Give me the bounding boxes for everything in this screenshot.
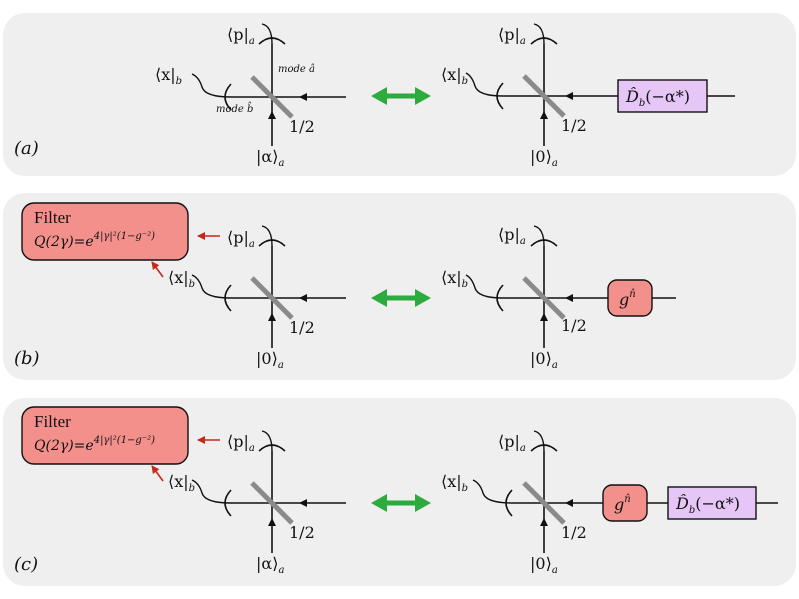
x-detector-cable (191, 274, 232, 299)
p-detector-cable (261, 430, 273, 452)
input-state-label: |0⟩a (256, 349, 284, 371)
beam-splitter (250, 481, 294, 525)
p-bra-label: ⟨p|a (227, 432, 255, 454)
x-detector-cable (191, 479, 232, 504)
p-detector-cable (261, 225, 273, 247)
gain-operator-box (602, 484, 648, 522)
splitting-ratio: 1/2 (289, 117, 315, 136)
splitting-ratio: 1/2 (289, 318, 315, 337)
input-state-label: |α⟩a (256, 147, 284, 169)
x-bra-label: ⟨x|b (441, 65, 468, 87)
panel-b: (b) Filter Q(2γ)=e4|γ|²(1−g⁻²) ⟨p|a ⟨x|b… (3, 193, 796, 380)
p-bra-label: ⟨p|a (498, 432, 526, 454)
x-bra-label: ⟨x|b (441, 268, 468, 290)
left-circuit: ⟨p|a ⟨x|b |α⟩a 1/2 mode â mode b̂ (155, 23, 346, 169)
left-circuit: ⟨p|a ⟨x|b |0⟩a 1/2 (168, 225, 346, 371)
panel-a: (a) ⟨p|a ⟨x|b |α⟩a 1/2 mode â mode b̂ (3, 13, 796, 176)
p-detector-cable (533, 23, 545, 45)
splitting-ratio: 1/2 (561, 116, 587, 135)
filter-formula: Q(2γ)=e4|γ|²(1−g⁻²) (34, 231, 155, 250)
panel-c: (c) Filter Q(2γ)=e4|γ|²(1−g⁻²) ⟨p|a ⟨x|b… (3, 398, 796, 586)
filter-title: Filter (34, 208, 71, 227)
p-bra-label: ⟨p|a (227, 25, 255, 47)
x-detector-cable (465, 274, 504, 299)
beam-splitter (522, 481, 566, 525)
splitting-ratio: 1/2 (561, 316, 587, 335)
splitting-ratio: 1/2 (289, 523, 315, 542)
panel-label: (b) (14, 348, 40, 369)
x-bra-label: ⟨x|b (441, 472, 468, 494)
equivalence-arrow (371, 289, 431, 307)
x-to-filter-arrow (151, 465, 164, 482)
x-detector-cable (472, 479, 513, 504)
equivalence-arrow (371, 87, 431, 105)
p-detector-cable (261, 23, 273, 45)
beam-splitter (522, 276, 566, 320)
filter-title: Filter (34, 412, 71, 431)
x-bra-label: ⟨x|b (168, 472, 195, 494)
p-detector-cable (533, 225, 545, 247)
displacement-operator-box (617, 79, 708, 113)
input-state-label: |0⟩a (530, 147, 558, 169)
p-bra-label: ⟨p|a (227, 228, 255, 250)
p-detector-cable (533, 430, 545, 452)
x-detector-cable (465, 72, 504, 97)
displacement-operator-label: D̂b(−α*) (675, 494, 740, 516)
x-detector-cable (191, 73, 232, 98)
filter-box: Filter Q(2γ)=e4|γ|²(1−g⁻²) (21, 406, 189, 465)
displacement-operator-label: D̂b(−α*) (625, 87, 690, 109)
right-circuit: ⟨p|a ⟨x|b |0⟩a 1/2 D̂b(−α*) (441, 23, 735, 169)
gain-operator-box (607, 279, 653, 317)
gain-operator-label: gn̂ (619, 289, 636, 309)
panel-label: (a) (14, 138, 39, 159)
splitting-ratio: 1/2 (561, 523, 587, 542)
p-bra-label: ⟨p|a (498, 25, 526, 47)
x-bra-label: ⟨x|b (168, 268, 195, 290)
mode-a-label: mode â (278, 64, 315, 75)
gain-operator-label: gn̂ (614, 494, 631, 514)
input-state-label: |0⟩a (530, 349, 558, 371)
filter-box: Filter Q(2γ)=e4|γ|²(1−g⁻²) (21, 202, 189, 261)
p-bra-label: ⟨p|a (498, 225, 526, 247)
filter-formula: Q(2γ)=e4|γ|²(1−g⁻²) (34, 435, 155, 454)
input-state-label: |α⟩a (256, 554, 284, 576)
beam-splitter (522, 74, 566, 118)
panel-background (3, 398, 796, 586)
beam-splitter (250, 75, 294, 119)
right-circuit: ⟨p|a ⟨x|b |0⟩a 1/2 gn̂ D̂b(−α*) (441, 430, 778, 576)
panel-label: (c) (14, 554, 38, 575)
x-to-filter-arrow (151, 261, 164, 278)
displacement-operator-box (667, 486, 757, 520)
mode-b-label: mode b̂ (216, 102, 253, 115)
equivalence-arrow (371, 494, 431, 512)
left-circuit: ⟨p|a ⟨x|b |α⟩a 1/2 (168, 430, 346, 576)
right-circuit: ⟨p|a ⟨x|b |0⟩a 1/2 gn̂ (441, 225, 676, 371)
beam-splitter (250, 276, 294, 320)
input-state-label: |0⟩a (530, 554, 558, 576)
x-bra-label: ⟨x|b (155, 65, 182, 87)
